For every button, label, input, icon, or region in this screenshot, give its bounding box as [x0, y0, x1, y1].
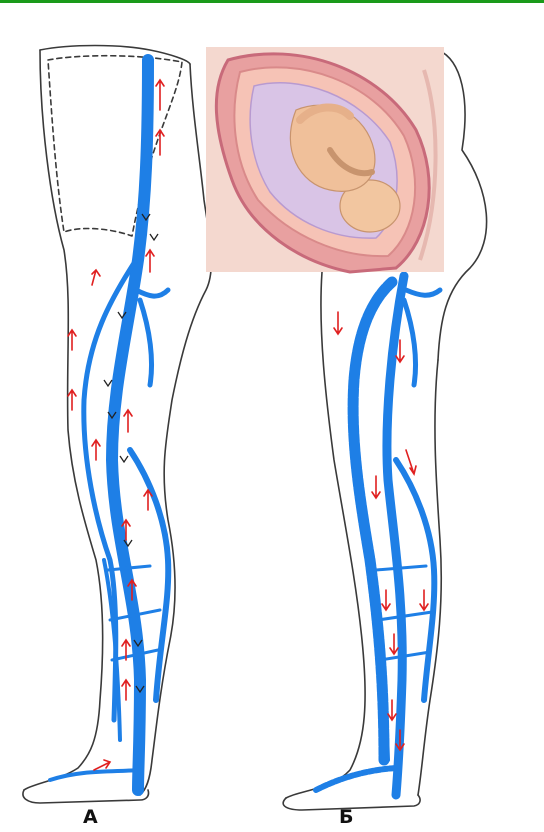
leg-b-inner-outline — [418, 360, 441, 795]
label-b: Б — [339, 806, 353, 828]
leg-b-veins — [316, 276, 440, 795]
leg-a-outer-outline — [24, 50, 103, 790]
label-a: А — [83, 806, 98, 828]
leg-b-connector-1 — [376, 566, 426, 570]
leg-b-foot-vein — [316, 768, 396, 790]
leg-b-branch-1 — [404, 300, 416, 385]
pregnancy-womb-illustration — [206, 47, 444, 272]
leg-a-connector-1 — [108, 566, 150, 570]
leg-b-belly-outline — [438, 50, 487, 360]
leg-a-branch-3 — [136, 290, 168, 296]
leg-a-branch-2 — [140, 300, 152, 385]
leg-a-foot-vein — [50, 770, 140, 780]
leg-b-branch-2 — [406, 290, 440, 295]
leg-a-foot-outline — [23, 790, 149, 803]
leg-a-waist-outline — [40, 46, 190, 65]
